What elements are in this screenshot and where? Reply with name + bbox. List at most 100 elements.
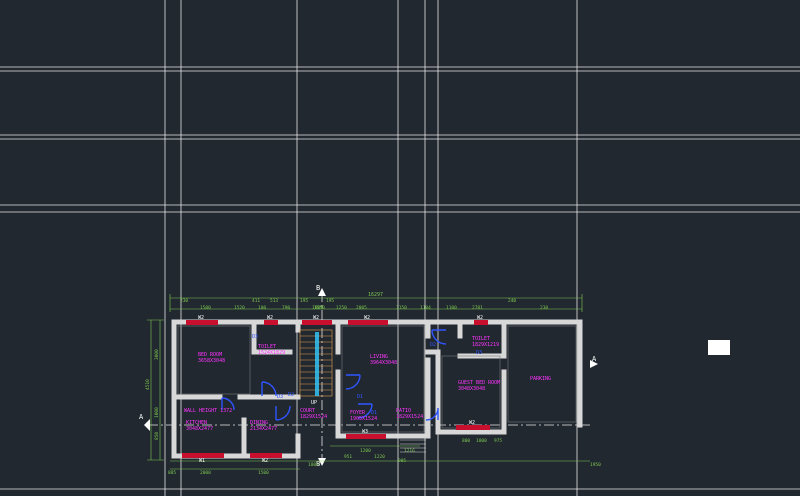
- door-label: D1: [357, 394, 363, 400]
- room-labels: BED ROOM3658X3048TOILET1524X1829LIVING39…: [184, 336, 551, 432]
- room-name: TOILET: [472, 336, 490, 342]
- bottom-dimension-text: 1809: [308, 462, 319, 468]
- top-dimension-text: 230: [180, 298, 188, 304]
- top-dimension-text: 2781: [472, 305, 483, 311]
- room-name: BED ROOM: [198, 352, 222, 358]
- window-label: W1: [199, 458, 205, 464]
- bottom-dimension-text: 1200: [360, 448, 371, 454]
- top-dimension-text: 1104: [420, 305, 431, 311]
- top-dimension-text: 513: [270, 298, 278, 304]
- window-symbol: [264, 320, 278, 325]
- window-symbol: [182, 453, 224, 458]
- section-mark-left: A: [139, 413, 144, 421]
- top-dimension-text: 240: [508, 298, 516, 304]
- window-label: W2: [267, 315, 273, 321]
- bottom-dimension-text: 800: [462, 438, 470, 444]
- left-dimension-text: 4510: [145, 379, 151, 390]
- window-symbol: [250, 453, 282, 458]
- window-label: W2: [262, 458, 268, 464]
- room-name: WALL HEIGHT 1372: [184, 408, 232, 414]
- room-size: 1905X1524: [350, 416, 377, 422]
- stair-arrow: [315, 332, 319, 396]
- door-label: D1: [371, 410, 377, 416]
- room-name: FOYER: [350, 410, 366, 416]
- section-mark-bottom: B: [316, 460, 320, 468]
- doors: [221, 329, 447, 421]
- window-label: W2: [313, 315, 319, 321]
- room-size: 3048X2477: [186, 426, 213, 432]
- top-dimension-text: 411: [252, 298, 260, 304]
- room-name: COURT: [300, 408, 315, 414]
- room-size: 2134X2477: [250, 426, 277, 432]
- top-dimension-text: 100: [258, 305, 266, 311]
- left-dimension-text: 850: [154, 432, 160, 440]
- window-symbol: [474, 320, 488, 325]
- wall-inner-lines: [177, 325, 577, 433]
- room-name: TOILET: [258, 344, 276, 350]
- bottom-dimension-text: 1500: [258, 470, 269, 476]
- bottom-dimension-text: 2000: [200, 470, 211, 476]
- door-label: D2: [288, 392, 294, 398]
- room-name: KITCHEN: [186, 420, 207, 426]
- dimension-lines: [147, 294, 590, 470]
- top-dimension-text: 1250: [336, 305, 347, 311]
- window-label: W3: [362, 429, 368, 435]
- window-symbol: [346, 434, 386, 439]
- bottom-dimension-text: 975: [494, 438, 502, 444]
- bottom-dimension-text: 951: [344, 454, 352, 460]
- left-dimension-texts: 4510 3000 1000 850: [145, 349, 160, 440]
- room-name: LIVING: [370, 354, 388, 360]
- room-name: PATIO: [396, 408, 411, 414]
- window-symbol: [456, 425, 490, 430]
- room-size: 1524X1829: [258, 350, 285, 356]
- top-dimension-text: 195: [326, 298, 334, 304]
- room-name: PARKING: [530, 376, 551, 382]
- top-dimension-text: 790: [282, 305, 290, 311]
- window-symbol: [348, 320, 388, 325]
- room-size: 3658X3048: [198, 358, 225, 364]
- room-size: 3964X3048: [370, 360, 397, 366]
- room-name: GUEST BED ROOM: [458, 380, 500, 386]
- pick-box[interactable]: [708, 340, 730, 355]
- overall-dimension: 16297: [368, 292, 383, 298]
- door-label: D3: [252, 334, 258, 340]
- window-symbol: [302, 320, 332, 325]
- room-size: 1829X1219: [472, 342, 499, 348]
- bottom-dimension-text: 1216: [404, 448, 415, 454]
- top-dimension-text: 1550: [314, 305, 325, 311]
- top-dimension-text: 1809: [312, 305, 323, 311]
- window-symbol: [186, 320, 218, 325]
- room-size: 1829X1524: [300, 414, 327, 420]
- bottom-dimension-text: 1220: [374, 454, 385, 460]
- left-dimension-text: 3000: [154, 349, 160, 360]
- top-dimension-text: 1520: [234, 305, 245, 311]
- window-label: W2: [477, 315, 483, 321]
- section-mark-top: B: [316, 284, 320, 292]
- window-label: W2: [198, 315, 204, 321]
- window-label: W2: [364, 315, 370, 321]
- bottom-dimension-text: 885: [168, 470, 176, 476]
- top-dimension-text: 1500: [200, 305, 211, 311]
- top-dimension-text: 1150: [396, 305, 407, 311]
- stair-label: UP: [311, 400, 317, 406]
- window-label: W2: [469, 420, 475, 426]
- door-label: D3: [476, 350, 482, 356]
- bottom-dimension-text: 1950: [590, 462, 601, 468]
- room-size: 1829X1524: [396, 414, 423, 420]
- room-name: DINING: [250, 420, 268, 426]
- left-dimension-text: 1000: [154, 407, 160, 418]
- door-label: D2: [430, 342, 436, 348]
- top-dimension-text: 195: [300, 298, 308, 304]
- entrance-steps: [400, 439, 426, 453]
- room-size: 3048X3048: [458, 386, 485, 392]
- top-dimension-text: 2005: [356, 305, 367, 311]
- door-label: D3: [277, 394, 283, 400]
- section-marker-arrows: [144, 288, 598, 466]
